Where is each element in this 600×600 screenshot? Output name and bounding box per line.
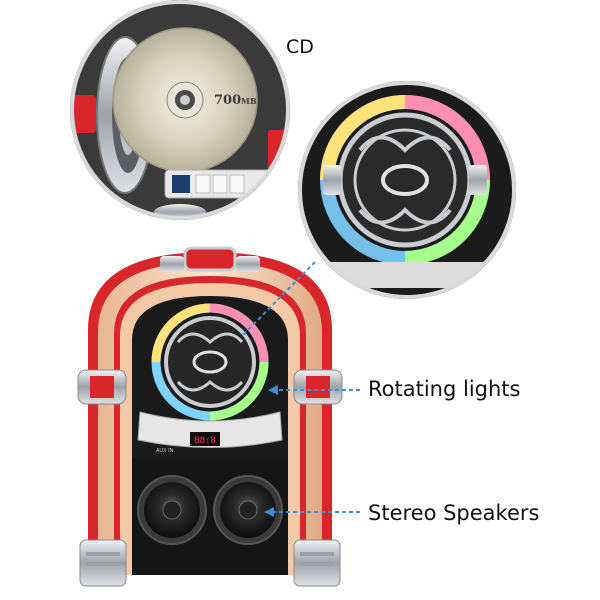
speaker-cone-icon xyxy=(137,475,207,545)
callout-lines xyxy=(241,261,360,517)
cd-label: CD xyxy=(286,36,314,58)
rotating-lights-label: Rotating lights xyxy=(368,377,521,401)
cd-disc-icon xyxy=(112,27,258,173)
speaker-cone-icon xyxy=(213,475,283,545)
jukebox-body: 88:8 AUX IN xyxy=(77,246,343,587)
chrome-grille-icon xyxy=(323,112,487,248)
led-ring-icon xyxy=(151,303,269,421)
led-display-readout: 88:8 xyxy=(194,436,216,446)
chrome-grille-icon xyxy=(164,316,256,408)
stereo-speakers-label: Stereo Speakers xyxy=(368,501,540,525)
lights-zoom-inset xyxy=(298,81,516,299)
disc-capacity-text: 700 xyxy=(214,93,241,108)
aux-label: AUX IN xyxy=(156,448,174,454)
disc-capacity-unit: MB xyxy=(241,96,257,106)
cd-zoom-inset: 700 MB xyxy=(70,0,290,220)
